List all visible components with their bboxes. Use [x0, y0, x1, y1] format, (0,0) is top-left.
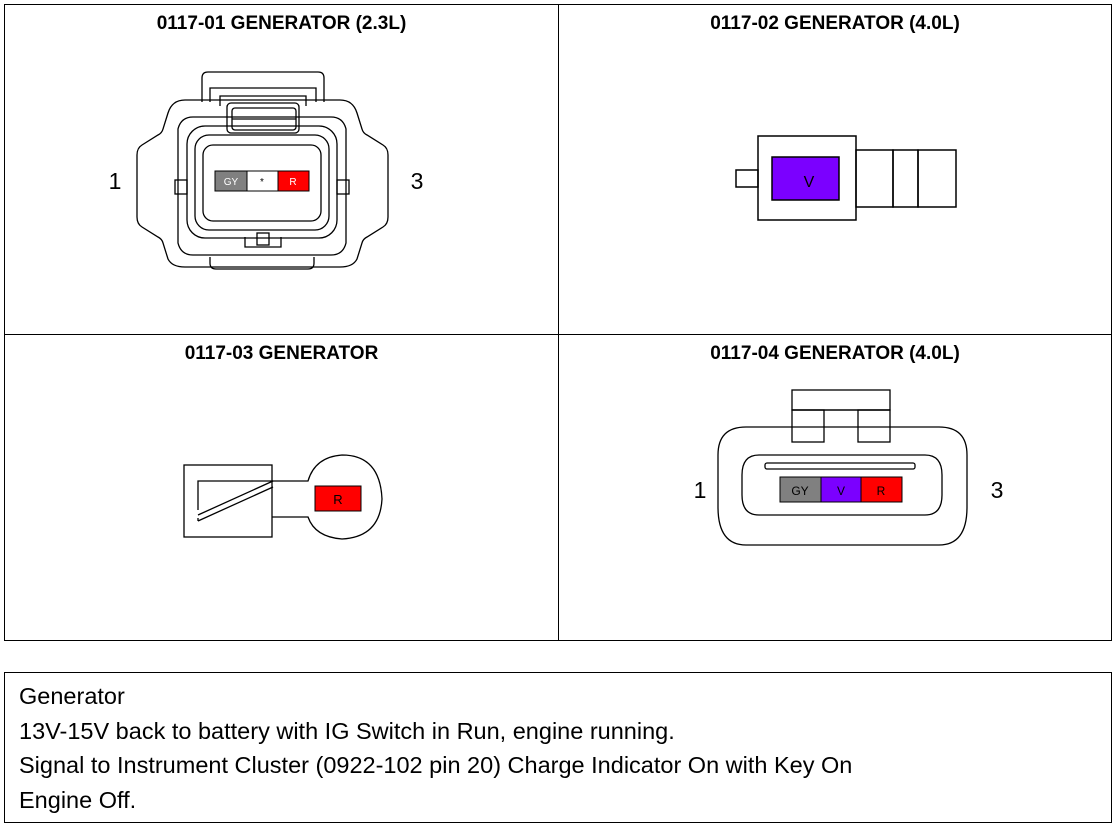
connector-panel-grid: 0117-01 GENERATOR (2.3L) — [4, 4, 1112, 641]
pin-3-r — [860, 476, 903, 503]
pin-number-left: 1 — [109, 168, 122, 194]
ring-terminal-eye — [272, 454, 383, 540]
pin-v-label: V — [804, 174, 815, 191]
pin-cavity-group: GY * R — [214, 170, 310, 192]
top-latch-outer — [201, 71, 325, 102]
connector-0117-01-diagram: GY * R 1 3 — [109, 71, 424, 270]
panel-0117-01: 0117-01 GENERATOR (2.3L) — [5, 5, 558, 334]
panel-title: 0117-03 GENERATOR — [184, 343, 379, 364]
outer-housing — [717, 426, 968, 546]
pin-3-r — [277, 170, 310, 192]
pin-number-right: 3 — [991, 477, 1004, 503]
pin-r-label: R — [333, 492, 342, 507]
description-line-1: 13V-15V back to battery with IG Switch i… — [19, 717, 675, 744]
pin-2-label: * — [260, 177, 264, 188]
pin-1-label: GY — [791, 484, 808, 498]
pin-1-label: GY — [224, 177, 239, 188]
pin-2-label: V — [837, 484, 845, 498]
description-heading: Generator — [19, 683, 125, 709]
pin-3-label: R — [877, 484, 886, 498]
panel-title: 0117-01 GENERATOR (2.3L) — [156, 13, 407, 34]
connector-tab — [735, 169, 759, 188]
connector-0117-03-diagram: R — [183, 454, 383, 540]
pin-v — [771, 156, 840, 201]
connector-0117-02-diagram: V — [735, 135, 957, 221]
pin-number-right: 3 — [411, 168, 424, 194]
grid-divider-horizontal — [5, 334, 1111, 335]
pin-2-v — [820, 476, 862, 503]
panel-0117-04: 0117-04 GENERATOR (4.0L) GY V R 1 3 — [559, 335, 1111, 640]
pin-number-left: 1 — [694, 477, 707, 503]
pin-1-gy — [779, 476, 822, 503]
outer-housing — [136, 99, 389, 268]
ring-terminal-crimp — [183, 464, 273, 538]
panel-0117-03: 0117-03 GENERATOR R — [5, 335, 558, 640]
grid-divider-vertical — [558, 5, 559, 640]
panel-0117-02: 0117-02 GENERATOR (4.0L) V — [559, 5, 1111, 334]
description-line-2: Signal to Instrument Cluster (0922-102 p… — [19, 752, 853, 778]
panel-title: 0117-04 GENERATOR (4.0L) — [710, 343, 960, 364]
description-line-3: Engine Off. — [19, 786, 137, 813]
connector-0117-04-diagram: GY V R 1 3 — [694, 389, 1004, 546]
pin-r — [314, 485, 362, 512]
pin-3-label: R — [289, 177, 296, 188]
description-box: Generator 13V-15V back to battery with I… — [4, 672, 1112, 823]
top-latch — [791, 389, 891, 411]
panel-title: 0117-02 GENERATOR (4.0L) — [710, 13, 960, 34]
